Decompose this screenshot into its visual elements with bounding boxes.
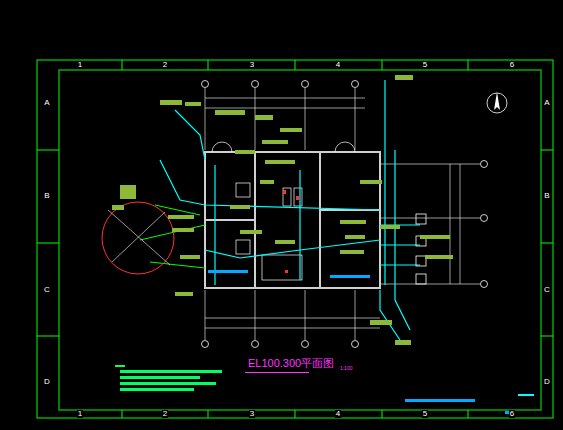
- grid-column-number: 1: [77, 410, 83, 418]
- scale-note: 1:100: [340, 366, 353, 371]
- grid-column-number: 5: [422, 410, 428, 418]
- grid-column-number: 6: [509, 61, 515, 69]
- grid-column-number: 1: [77, 61, 83, 69]
- grid-row-letter: C: [43, 286, 51, 294]
- grid-row-letter: D: [543, 378, 551, 386]
- grid-row-letter: B: [543, 192, 550, 200]
- grid-column-number: 2: [162, 61, 168, 69]
- grid-column-number: 6: [509, 410, 515, 418]
- grid-column-number: 2: [162, 410, 168, 418]
- grid-column-number: 3: [249, 61, 255, 69]
- grid-row-letter: D: [43, 378, 51, 386]
- drawing-title: EL100.300平面图: [248, 358, 334, 369]
- grid-column-number: 5: [422, 61, 428, 69]
- grid-column-number: 4: [335, 410, 341, 418]
- grid-row-letter: B: [43, 192, 50, 200]
- grid-row-letter: A: [543, 99, 550, 107]
- grid-column-number: 3: [249, 410, 255, 418]
- grid-row-letter: A: [43, 99, 50, 107]
- grid-row-letter: C: [543, 286, 551, 294]
- grid-column-number: 4: [335, 61, 341, 69]
